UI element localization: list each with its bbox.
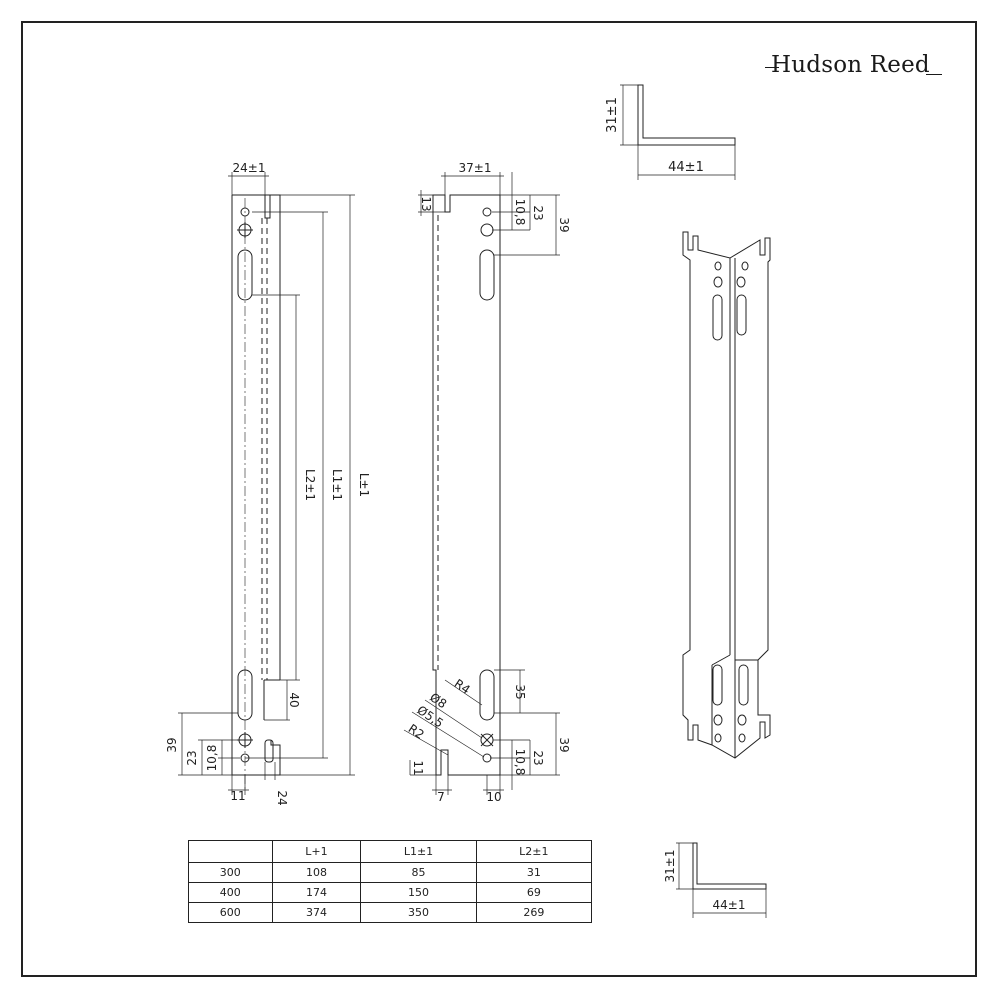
bracket-a-front-view <box>178 172 355 795</box>
table-row: 300 108 85 31 <box>188 862 593 883</box>
dim-b-hole-pitch-top: 10,8 <box>513 199 527 226</box>
dim-b-slot-from-top: 39 <box>557 217 571 232</box>
table-cell: 300 <box>188 862 273 883</box>
dim-a-width: 24±1 <box>233 161 266 175</box>
dim-b-radius-2: R2 <box>406 721 427 742</box>
logo-text: Hudson Reed <box>771 52 930 78</box>
dim-b-radius-4: R4 <box>452 676 473 697</box>
dim-a-hole-from-end: 23 <box>185 750 199 765</box>
dim-b-hole-pitch-bottom: 10,8 <box>513 749 527 776</box>
table-cell: 350 <box>360 902 477 923</box>
dim-l2: L2±1 <box>303 469 317 501</box>
dim-b-hole-from-top: 23 <box>531 205 545 220</box>
table-cell: 69 <box>475 882 593 903</box>
logo-rule-left <box>765 67 779 68</box>
table-cell: 400 <box>188 882 273 903</box>
table-header-cell <box>188 840 273 863</box>
dim-b-hole-from-bottom: 23 <box>531 750 545 765</box>
dim-a-end-gap: 11 <box>230 789 245 803</box>
dim-a-tab-width: 24 <box>275 790 289 805</box>
dim-b-bottom-7: 7 <box>437 790 445 804</box>
table-header-row: L+1 L1±1 L2±1 <box>188 840 593 863</box>
table-header-cell: L1±1 <box>360 840 477 863</box>
dim-profile-top-width: 44±1 <box>668 160 704 175</box>
dim-a-hole-pitch: 10,8 <box>205 745 219 772</box>
dim-a-slot-from-end: 39 <box>165 737 179 752</box>
profile-top-view <box>620 84 736 180</box>
brand-logo: Hudson Reed <box>765 52 942 78</box>
logo-rule-right <box>925 74 942 75</box>
table-cell: 150 <box>360 882 477 903</box>
table-header-cell: L2±1 <box>475 840 593 863</box>
bracket-b-side-view <box>403 172 560 795</box>
dim-b-notch: 13 <box>419 196 433 211</box>
dim-b-bottom-11: 11 <box>411 760 425 775</box>
dim-l: L±1 <box>357 473 371 497</box>
dim-profile-top-height: 31±1 <box>605 97 620 133</box>
drawing-frame <box>21 21 977 977</box>
length-table: L+1 L1±1 L2±1 300 108 85 31 400 174 150 … <box>188 840 593 923</box>
dim-b-bottom-10: 10 <box>486 790 501 804</box>
table-row: 600 374 350 269 <box>188 902 593 923</box>
table-cell: 600 <box>188 902 273 923</box>
dim-b-slot-from-bottom: 39 <box>557 737 571 752</box>
table-row: 400 174 150 69 <box>188 882 593 903</box>
table-cell: 31 <box>475 862 593 883</box>
dim-b-slot-len: 35 <box>513 684 527 699</box>
dim-profile-bottom-width: 44±1 <box>713 898 746 912</box>
profile-bottom-view <box>676 842 767 918</box>
table-cell: 374 <box>271 902 362 923</box>
table-cell: 85 <box>360 862 477 883</box>
dim-profile-bottom-height: 31±1 <box>663 850 677 883</box>
table-header-cell: L+1 <box>271 840 362 863</box>
bracket-isometric-view <box>682 231 771 759</box>
dim-a-slot-offset: 40 <box>287 692 301 707</box>
dim-b-width: 37±1 <box>459 161 492 175</box>
table-cell: 269 <box>475 902 593 923</box>
dim-l1: L1±1 <box>330 469 344 501</box>
table-cell: 108 <box>271 862 362 883</box>
table-cell: 174 <box>271 882 362 903</box>
